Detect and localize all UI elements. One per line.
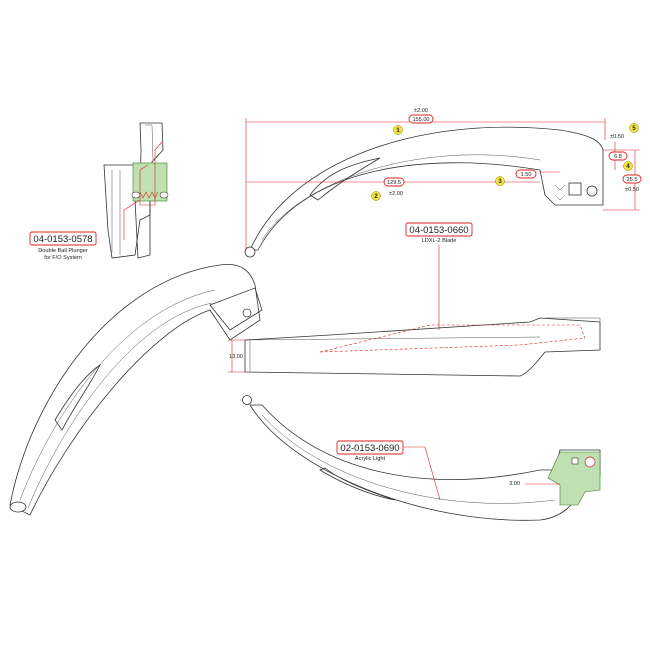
part-label-blade: 04-0153-0660 LDXL-2 Blade [405,222,473,330]
svg-text:2: 2 [374,194,378,200]
part-desc-plunger-line2: for F/O System [44,255,82,261]
callouts: 1 2 3 4 5 [371,123,639,201]
part-label-acrylic-light: 02-0153-0690 Acrylic Light [336,440,441,501]
svg-text:1: 1 [396,128,400,134]
part-desc-plunger-line1: Double Ball Plunger [38,248,88,254]
blade-window [309,157,381,201]
light-window [319,467,396,501]
callout-4: 4 [623,161,633,171]
blade-side-view [244,126,604,258]
plunger-detail-view [103,122,169,259]
svg-text:5: 5 [632,126,636,132]
dim-inner-length: 129.5 [387,180,401,186]
blade-perspective-view [9,263,263,516]
callout-5: 5 [629,123,639,133]
part-label-plunger: 04-0153-0578 Double Ball Plunger for F/O… [29,231,97,261]
svg-text:3: 3 [498,179,502,185]
svg-text:4: 4 [626,164,630,170]
dim-length: 155.00 [412,117,429,123]
blade-slot [568,182,582,196]
blade-top-view: 13.00 [228,317,601,377]
perspective-window [54,363,102,431]
dim-slot: 1.50 [521,172,532,178]
part-desc-light: Acrylic Light [355,456,386,462]
dim-inner-tolerance: ±2.00 [389,191,403,197]
callout-1: 1 [393,125,403,135]
blade-tip [244,246,256,258]
blade-pin-hole [586,185,598,197]
part-number-light: 02-0153-0690 [340,443,399,454]
part-number-blade: 04-0153-0660 [409,225,468,236]
part-number-plunger: 04-0153-0578 [33,234,92,245]
dim-width: 6.8 [614,154,622,160]
acrylic-light-view: 3.00 [242,395,601,521]
dim-tolerance-a: ±0.50 [610,134,624,140]
dim-side-height: 13.00 [229,354,243,360]
dim-height: 25.5 [627,177,638,183]
dim-tolerance-b: ±0.50 [625,187,639,193]
callout-3: 3 [495,176,505,186]
dim-top-tolerance: ±2.00 [414,108,428,114]
dimension-labels: ±2.00 155.00 129.5 ±2.00 1.50 ±0.50 6.8 … [383,108,642,197]
part-desc-blade: LDXL-2 Blade [422,238,457,244]
callout-2: 2 [371,191,381,201]
dim-light-offset: 3.00 [509,481,520,487]
